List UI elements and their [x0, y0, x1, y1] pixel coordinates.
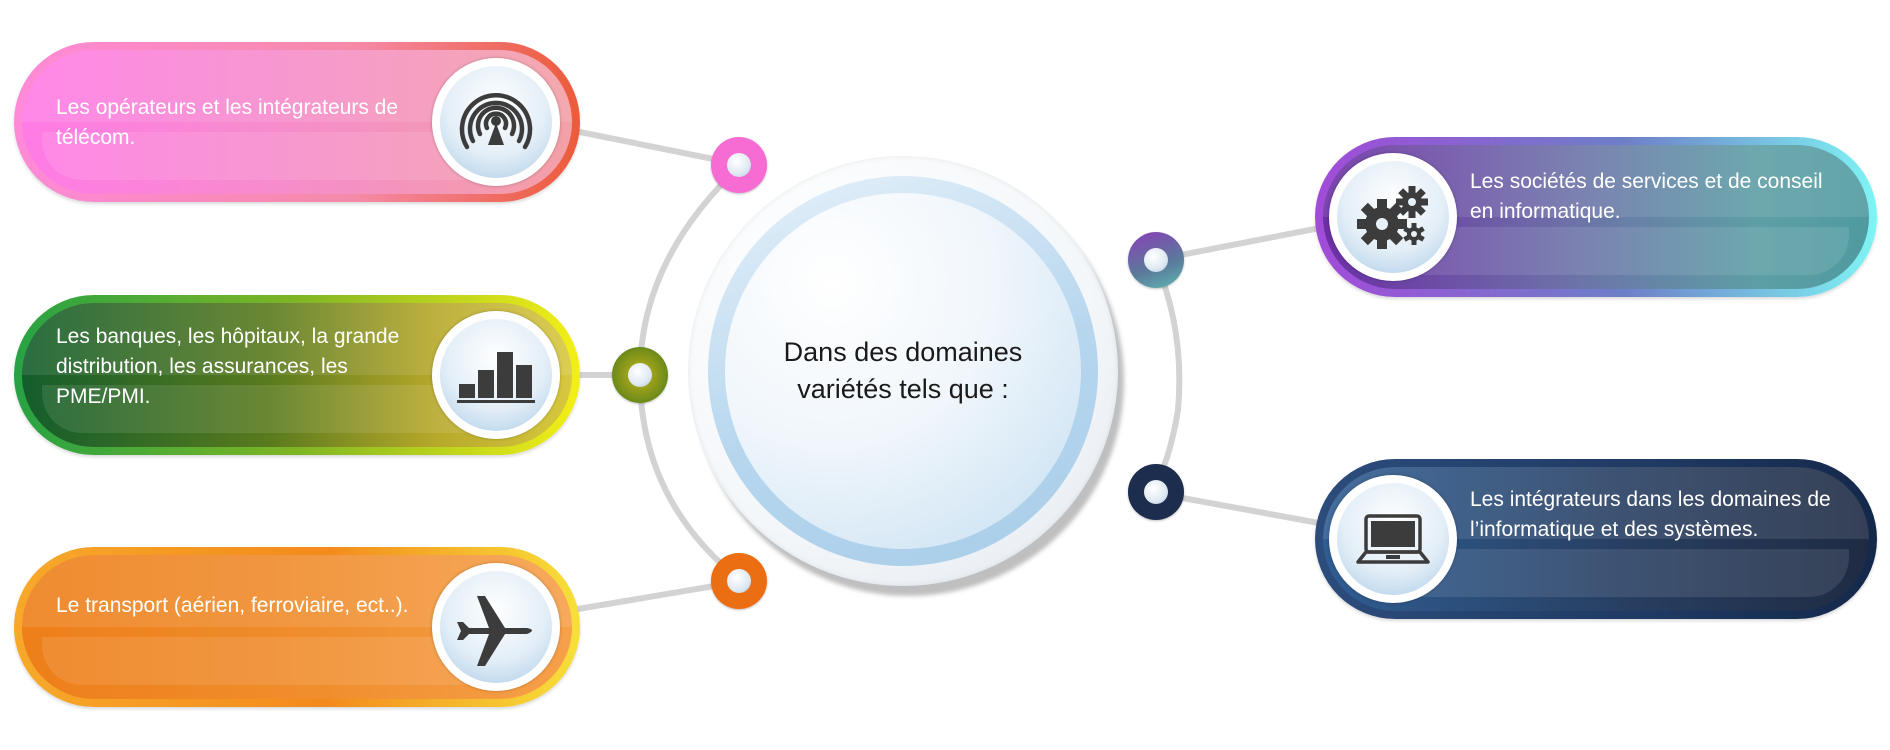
node-telecom — [711, 137, 767, 193]
node-it-services — [1128, 232, 1184, 288]
line-integrators — [1152, 490, 1333, 528]
branch-telecom: Les opérateurs et les intégrateurs de té… — [14, 42, 580, 202]
branch-banks: Les banques, les hôpitaux, la grande dis… — [14, 295, 580, 455]
wireless-signal-icon — [432, 58, 560, 186]
branch-transport: Le transport (aérien, ferroviaire, ect..… — [14, 547, 580, 707]
line-telecom — [557, 125, 741, 167]
line-transport — [557, 579, 741, 615]
bar-chart-icon — [432, 311, 560, 439]
branch-banks-text: Les banques, les hôpitaux, la grande dis… — [56, 325, 400, 408]
gears-icon — [1329, 153, 1457, 281]
node-banks — [612, 347, 668, 403]
airplane-icon — [432, 563, 560, 691]
branch-it-services: Les sociétés de services et de conseil e… — [1315, 137, 1877, 297]
branch-telecom-text: Les opérateurs et les intégrateurs de té… — [56, 96, 399, 149]
laptop-icon — [1329, 475, 1457, 603]
hub-title: Dans des domaines variétés tels que : — [783, 337, 1023, 404]
right-arc — [1149, 257, 1183, 496]
line-it-services — [1152, 223, 1333, 263]
branch-integrators: Les intégrateurs dans les domaines de l’… — [1315, 459, 1877, 619]
branch-transport-text: Le transport (aérien, ferroviaire, ect..… — [56, 594, 409, 617]
branch-integrators-text: Les intégrateurs dans les domaines de l’… — [1470, 488, 1831, 541]
hub-center: Dans des domaines variétés tels que : — [725, 193, 1081, 549]
node-integrators — [1128, 464, 1184, 520]
branch-it-services-text: Les sociétés de services et de conseil e… — [1470, 170, 1823, 223]
node-transport — [711, 553, 767, 609]
